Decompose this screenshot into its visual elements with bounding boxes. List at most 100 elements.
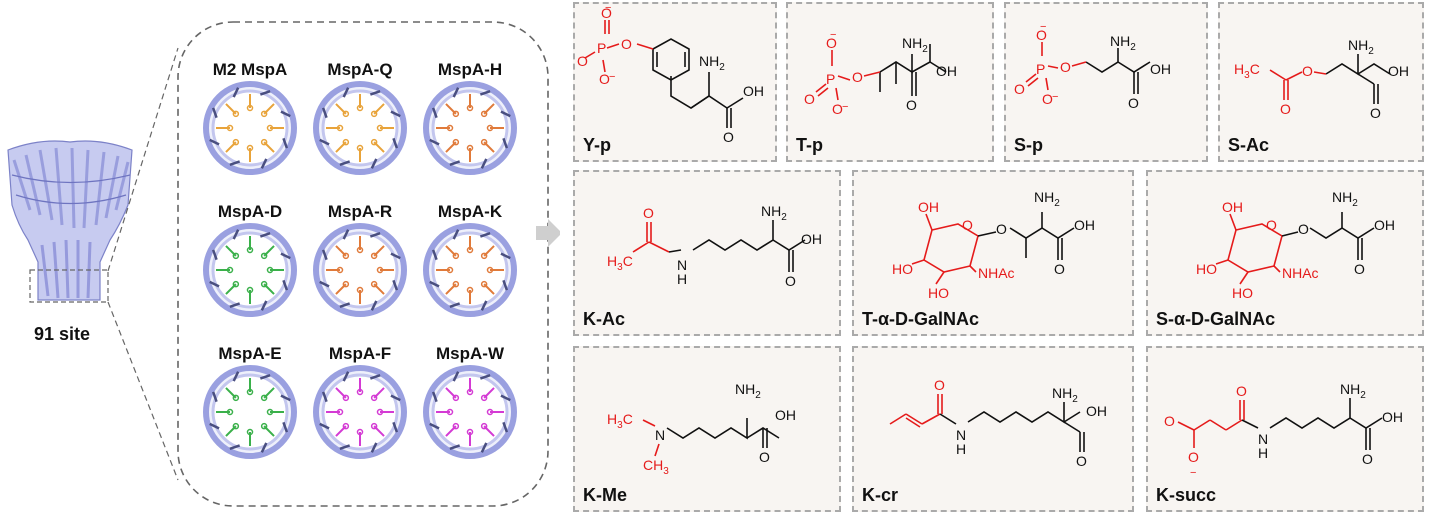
pore-label-mspa-r: MspA-R (327, 202, 393, 221)
pore-label-mspa-k: MspA-K (437, 202, 503, 221)
svg-text:O: O (852, 69, 863, 85)
svg-text:−: − (1052, 91, 1058, 103)
pore-label-mspa-d: MspA-D (217, 202, 283, 221)
svg-text:O: O (1362, 451, 1373, 467)
card-label-y-p: Y-p (583, 135, 612, 155)
pore-overview-graphic (7, 21, 562, 507)
svg-text:NH2: NH2 (699, 53, 725, 73)
svg-text:O: O (1060, 59, 1071, 75)
svg-text:OH: OH (1374, 217, 1395, 233)
pore-overview: 91 site M2 MspA MspA-Q MspA-H MspA-D Msp… (0, 0, 562, 518)
svg-text:H3C: H3C (607, 253, 633, 273)
card-label-k-me: K-Me (583, 485, 627, 505)
svg-text:NH2: NH2 (1340, 381, 1366, 401)
svg-text:OH: OH (1086, 403, 1107, 419)
svg-text:NH2: NH2 (761, 203, 787, 223)
svg-text:−: − (830, 29, 836, 41)
pore-mspa-d (203, 223, 297, 317)
pore-mspa-h (423, 81, 517, 175)
pore-mspa-k (423, 223, 517, 317)
card-label-k-succ: K-succ (1156, 485, 1217, 505)
svg-text:−: − (842, 101, 848, 113)
card-label-k-ac: K-Ac (583, 309, 626, 329)
svg-text:OH: OH (775, 407, 796, 423)
pore-label-mspa-e: MspA-E (218, 344, 282, 363)
card-t-p: O P O − O O − NH2 OH O T-p (786, 2, 994, 162)
svg-text:H: H (1258, 445, 1268, 461)
svg-text:O: O (1014, 81, 1025, 97)
card-s-p: O P O − O O − NH2 OH O S-p (1004, 2, 1208, 162)
svg-text:HO: HO (892, 261, 913, 277)
card-k-succ: O O − O N H NH2 OH O K-succ (1146, 346, 1424, 512)
card-t-galnac: OH O HO NHAc HO O NH2 OH O T-α-D-GalNAc (852, 170, 1134, 336)
svg-text:O: O (601, 5, 612, 21)
card-k-me: H3C N CH3 NH2 OH O K-Me (573, 346, 841, 512)
svg-text:O: O (804, 91, 815, 107)
svg-text:N: N (677, 257, 687, 273)
svg-text:HO: HO (1232, 285, 1253, 301)
svg-text:O: O (785, 273, 796, 289)
svg-text:OH: OH (1150, 61, 1171, 77)
svg-text:O: O (1298, 221, 1309, 237)
svg-text:O: O (1354, 261, 1365, 277)
svg-text:O: O (934, 377, 945, 393)
svg-text:H3C: H3C (607, 411, 633, 431)
svg-text:O: O (1036, 27, 1047, 43)
svg-text:O: O (906, 97, 917, 113)
card-label-s-p: S-p (1014, 135, 1043, 155)
pore-label-mspa-h: MspA-H (437, 60, 503, 79)
card-s-galnac: OH O HO NHAc HO O NH2 OH O S-α-D-GalNAc (1146, 170, 1424, 336)
pore-array-frame (177, 21, 549, 507)
svg-text:O: O (1054, 261, 1065, 277)
pore-label-mspa-f: MspA-F (328, 344, 392, 363)
card-label-s-ac: S-Ac (1228, 135, 1270, 155)
svg-text:CH3: CH3 (643, 457, 669, 477)
pore-grid (203, 81, 517, 459)
zoom-line-bottom (107, 301, 179, 481)
svg-text:O: O (1370, 105, 1381, 121)
pore-label-mspa-q: MspA-Q (327, 60, 393, 79)
svg-text:OH: OH (1388, 63, 1409, 79)
site-91-box (29, 269, 109, 303)
pore-label-mspa-w: MspA-W (436, 344, 504, 363)
pore-mspa-e (203, 365, 297, 459)
svg-text:NH2: NH2 (1110, 33, 1136, 53)
svg-text:NHAc: NHAc (978, 265, 1015, 281)
svg-text:N: N (956, 427, 966, 443)
card-k-ac: O H3C N H NH2 OH O K-Ac (573, 170, 841, 336)
svg-text:O: O (643, 205, 654, 221)
svg-text:HO: HO (1196, 261, 1217, 277)
svg-text:O: O (996, 221, 1007, 237)
svg-text:P: P (1036, 61, 1045, 77)
card-k-cr: O N H NH2 OH O K-cr (852, 346, 1134, 512)
svg-text:N: N (655, 427, 665, 443)
card-label-k-cr: K-cr (862, 485, 899, 505)
svg-text:O: O (1266, 217, 1277, 233)
svg-text:OH: OH (936, 63, 957, 79)
svg-text:H: H (956, 441, 966, 457)
svg-text:O: O (1164, 413, 1175, 429)
site-label: 91 site (34, 324, 91, 344)
right-arrow-icon (536, 219, 562, 247)
svg-text:−: − (1040, 21, 1046, 33)
svg-text:OH: OH (1074, 217, 1095, 233)
svg-text:O: O (1280, 101, 1291, 117)
svg-text:O: O (723, 129, 734, 145)
svg-text:P: P (597, 40, 606, 56)
svg-text:NH2: NH2 (735, 381, 761, 401)
card-label-t-galnac: T-α-D-GalNAc (862, 309, 980, 329)
pore-mspa-f (313, 365, 407, 459)
card-label-t-p: T-p (796, 135, 823, 155)
svg-text:HO: HO (928, 285, 949, 301)
svg-text:O: O (826, 35, 837, 51)
svg-text:P: P (826, 71, 835, 87)
zoom-line-top (107, 47, 179, 272)
svg-text:O: O (599, 71, 610, 87)
svg-text:NH2: NH2 (1332, 189, 1358, 209)
pore-label-m2-mspa: M2 MspA (212, 60, 288, 79)
card-y-p: O P O − O O − NH2 OH O Y-p (573, 2, 777, 162)
svg-text:O: O (1042, 91, 1053, 107)
svg-text:OH: OH (743, 83, 764, 99)
svg-text:O: O (962, 217, 973, 233)
card-label-s-galnac: S-α-D-GalNAc (1156, 309, 1276, 329)
